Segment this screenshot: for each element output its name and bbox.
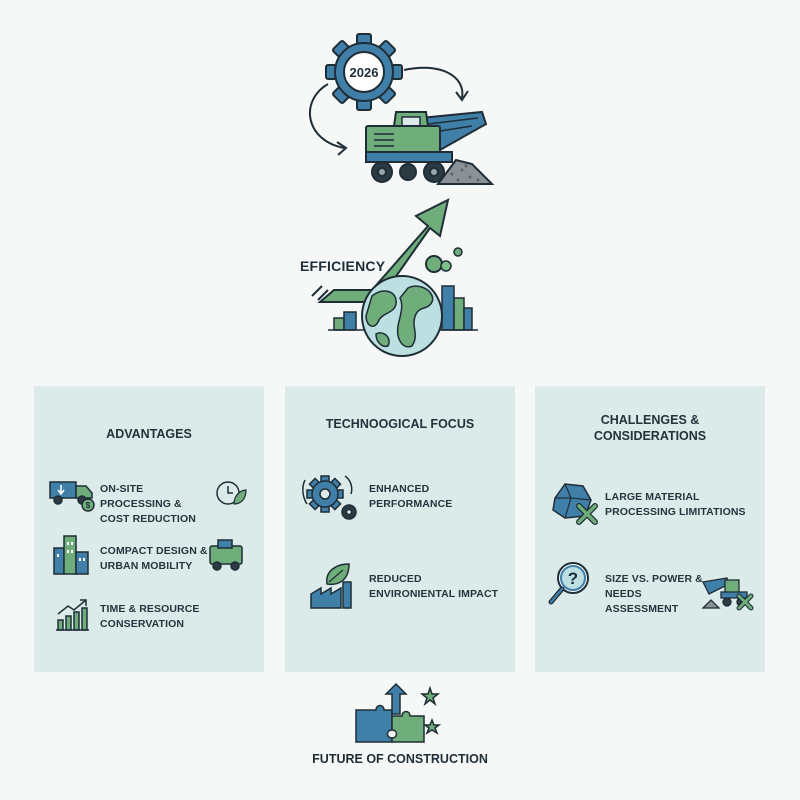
list-item: COMPACT DESIGN &URBAN MOBILITY (100, 545, 208, 572)
truck-dollar-icon: $ (49, 481, 95, 512)
challenges-panel: CHALLENGES & CONSIDERATIONS LARGE MATERI… (535, 386, 765, 672)
footer-label: FUTURE OF CONSTRUCTION (312, 752, 488, 766)
compact-machine-icon (209, 539, 243, 571)
year-badge: 2026 (350, 65, 379, 80)
list-item: ON-SITE PROCESSING &COST REDUCTION (100, 483, 196, 525)
magnifier-question-icon: ? (548, 562, 589, 605)
hero-illustration: 2026 (309, 33, 495, 357)
gear-icon: 2026 (325, 33, 403, 111)
panel-title: TECHNOOGICAL FOCUS (325, 417, 475, 431)
rock-x-icon (552, 483, 598, 525)
globe-icon (361, 275, 443, 357)
clock-leaf-icon (216, 481, 247, 505)
city-skyline-icon (328, 285, 478, 331)
advantages-panel: ADVANTAGES $ ON-SITE PROCESSING &COST RE… (34, 386, 264, 672)
cycle-arrows-icon (309, 66, 469, 156)
puzzle-stars-icon (355, 682, 442, 743)
svg-text:$: $ (86, 501, 91, 510)
svg-text:?: ? (568, 569, 578, 588)
gears-icon (302, 475, 357, 520)
mobile-crusher-icon (365, 110, 495, 185)
crusher-x-icon (701, 577, 754, 611)
efficiency-label: EFFICIENCY (300, 258, 386, 274)
eco-factory-icon (310, 563, 352, 609)
panel-title: CHALLENGES & CONSIDERATIONS (593, 413, 707, 443)
city-buildings-icon (53, 535, 89, 575)
list-item: SIZE VS. POWER &NEEDS ASSESSMENT (605, 573, 703, 615)
growth-chart-icon (56, 599, 89, 631)
panel-title: ADVANTAGES (106, 427, 192, 441)
